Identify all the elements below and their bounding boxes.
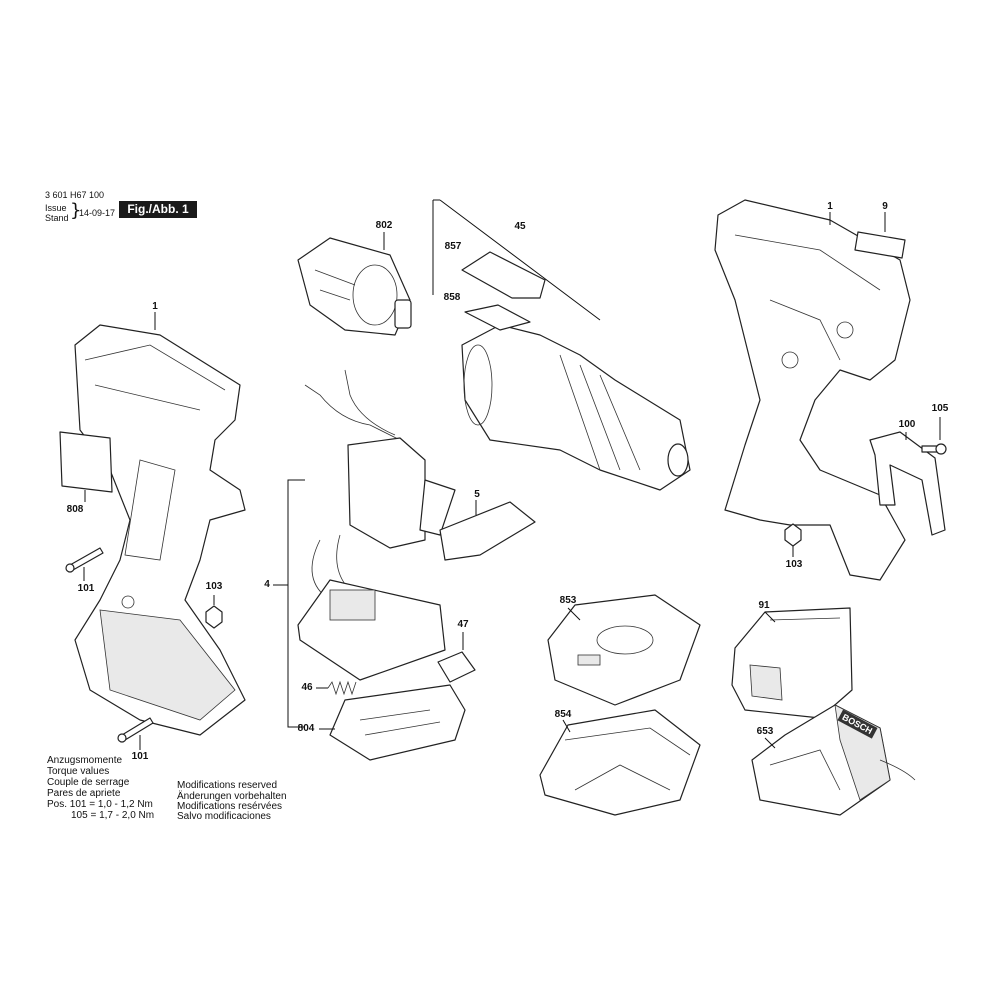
callout-804: 804 — [297, 723, 315, 734]
torque-line-2: Torque values — [47, 766, 110, 777]
adapter-854-drawing — [539, 709, 701, 816]
part-47-drawing — [437, 651, 476, 683]
modifications-line-1: Modifications reserved — [177, 780, 278, 791]
part-857-drawing — [461, 251, 546, 299]
callout-105: 105 — [931, 403, 949, 414]
label-9-drawing — [854, 231, 906, 259]
callout-101-top: 101 — [77, 583, 95, 594]
callout-101-bottom: 101 — [131, 751, 149, 762]
brace-glyph: } — [70, 200, 82, 221]
leader-lines — [83, 212, 941, 750]
stand-label: Stand — [45, 213, 69, 223]
torque-line-4: Pares de apriete — [47, 788, 121, 799]
callout-103-left: 103 — [205, 581, 223, 592]
issue-label: Issue — [45, 203, 67, 213]
battery-91-drawing — [731, 607, 853, 719]
screw-101-top-drawing — [65, 547, 104, 573]
torque-line-3: Couple de serrage — [47, 777, 130, 788]
callout-858: 858 — [443, 292, 461, 303]
callout-46: 46 — [301, 682, 313, 693]
modifications-line-3: Modifications resérvées — [177, 801, 283, 812]
modifications-line-2: Änderungen vorbehalten — [177, 791, 287, 802]
callout-653: 653 — [756, 726, 774, 737]
part-5-drawing — [439, 501, 536, 561]
callout-100: 100 — [898, 419, 916, 430]
torque-line-1: Anzugsmomente — [47, 755, 123, 766]
callout-47: 47 — [457, 619, 469, 630]
nut-103-right-drawing — [784, 523, 802, 547]
part-858-drawing — [464, 304, 531, 331]
callout-9: 9 — [882, 201, 888, 212]
figure-label: Fig./Abb. 1 — [119, 201, 197, 218]
charger-653-drawing — [751, 704, 916, 816]
callout-5: 5 — [474, 489, 480, 500]
callout-853: 853 — [559, 595, 577, 606]
part-number: 3 601 H67 100 — [45, 190, 105, 200]
spring-46-drawing — [327, 680, 357, 696]
callout-45: 45 — [514, 221, 526, 232]
housing-left-drawing — [74, 324, 246, 736]
leader-bracket-4 — [287, 479, 305, 728]
screw-101-bottom-drawing — [117, 717, 154, 743]
callout-91: 91 — [758, 600, 770, 611]
torque-line-5: Pos. 101 = 1,0 - 1,2 Nm — [47, 799, 153, 810]
contact-plate-804-drawing — [329, 684, 466, 761]
callout-857: 857 — [444, 241, 462, 252]
modifications-line-4: Salvo modificaciones — [177, 811, 271, 822]
callout-4: 4 — [264, 579, 270, 590]
screw-105-drawing — [921, 443, 947, 455]
nut-103-left-drawing — [205, 605, 223, 629]
callout-1-right: 1 — [827, 201, 833, 212]
callout-1-left: 1 — [152, 301, 158, 312]
motor-802-drawing — [297, 237, 412, 336]
housing-right-drawing — [714, 199, 911, 581]
adapter-853-drawing — [547, 594, 701, 706]
label-808-drawing — [59, 431, 113, 493]
switch-4-drawing — [297, 437, 456, 681]
issue-date: 14-09-17 — [79, 208, 116, 218]
callout-103-right: 103 — [785, 559, 803, 570]
callout-854: 854 — [554, 709, 572, 720]
callout-802: 802 — [375, 220, 393, 231]
wires-drawing — [304, 369, 401, 441]
callout-808: 808 — [66, 504, 84, 515]
gearbox-45-drawing — [461, 324, 691, 491]
leader-bracket-45 — [432, 199, 601, 321]
torque-line-6: 105 = 1,7 - 2,0 Nm — [71, 810, 155, 821]
